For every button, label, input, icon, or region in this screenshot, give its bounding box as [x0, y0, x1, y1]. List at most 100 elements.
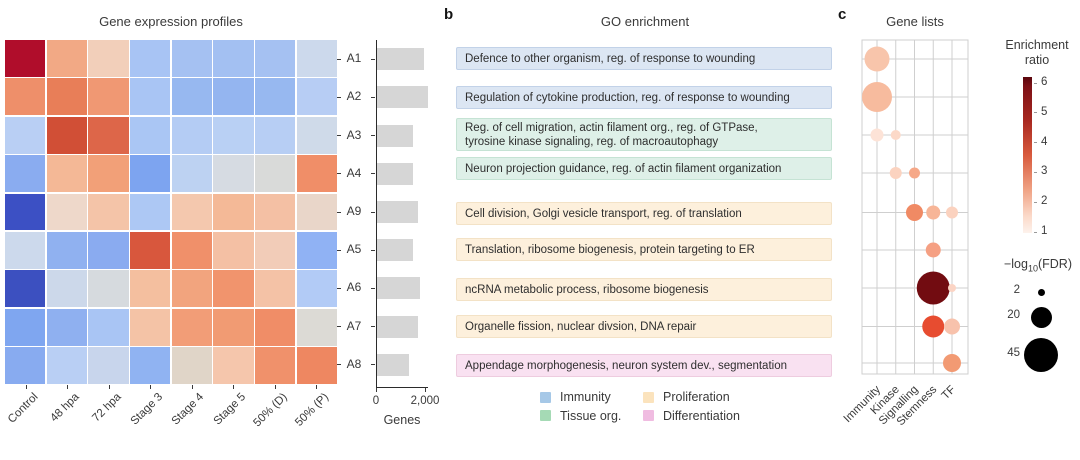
heatmap-cell — [46, 116, 87, 154]
heatmap-cell — [213, 193, 254, 231]
heatmap-cell — [255, 116, 296, 154]
heatmap-cell — [255, 347, 296, 384]
heatmap-cell — [5, 193, 46, 231]
axis-tick — [337, 249, 341, 251]
dot — [862, 82, 892, 112]
heatmap-cell — [296, 308, 337, 346]
dot — [870, 128, 884, 142]
row-label: A3 — [346, 127, 362, 142]
heatmap-cell — [296, 231, 337, 269]
axis-tick — [337, 287, 341, 289]
legend-item-differentiation: Differentiation — [643, 409, 740, 423]
heatmap-cell — [296, 193, 337, 231]
heatmap-cell — [213, 231, 254, 269]
dot — [946, 206, 958, 219]
dot — [925, 242, 941, 258]
heatmap-cell — [130, 270, 171, 308]
heatmap-cell — [171, 308, 212, 346]
row-label: A1 — [346, 51, 362, 66]
dot — [926, 205, 941, 220]
heatmap-cell — [5, 270, 46, 308]
legend-item-proliferation: Proliferation — [643, 390, 730, 404]
panel-b-title: GO enrichment — [600, 14, 690, 29]
dot — [943, 354, 961, 372]
heatmap-cell — [213, 308, 254, 346]
legend-label: Immunity — [560, 390, 611, 404]
fdr-legend-value: 20 — [1007, 309, 1020, 321]
dot — [948, 284, 956, 292]
axis-tick — [337, 364, 341, 366]
heatmap-cell — [5, 40, 46, 77]
heatmap-cell — [171, 155, 212, 193]
genes-bar-x-axis — [376, 387, 428, 388]
genes-bar-y-axis — [376, 40, 377, 388]
dot — [916, 271, 950, 305]
dot — [944, 318, 960, 335]
heatmap-cell — [5, 347, 46, 384]
axis-tick — [337, 211, 341, 213]
panel-c-title: Gene lists — [886, 14, 944, 29]
heatmap-cell — [213, 78, 254, 116]
heatmap-cell — [213, 40, 254, 77]
heatmap-cell — [296, 116, 337, 154]
go-term-text: Appendage morphogenesis, neuron system d… — [465, 359, 787, 372]
go-term-text: Defence to other organism, reg. of respo… — [465, 52, 756, 65]
heatmap-cell — [46, 155, 87, 193]
axis-tick — [67, 385, 69, 389]
go-term-text: Regulation of cytokine production, reg. … — [465, 91, 790, 104]
go-term-box: Defence to other organism, reg. of respo… — [456, 47, 832, 70]
heatmap-cell — [5, 78, 46, 116]
legend-swatch — [540, 391, 551, 403]
genes-bar — [377, 86, 428, 109]
heatmap-cell — [130, 155, 171, 193]
row-label: A6 — [346, 280, 362, 295]
axis-tick — [337, 135, 341, 137]
axis-tick — [371, 173, 375, 175]
axis-tick — [425, 388, 426, 392]
axis-tick — [191, 385, 193, 389]
genes-axis-tick-0: 0 — [372, 395, 380, 407]
go-term-box: Translation, ribosome biogenesis, protei… — [456, 238, 832, 261]
axis-tick — [371, 326, 375, 328]
row-label: A7 — [346, 318, 362, 333]
go-term-box: Reg. of cell migration, actin filament o… — [456, 118, 832, 151]
heatmap-cell — [213, 155, 254, 193]
fdr-size-legend-title: −log10(FDR) — [1003, 257, 1072, 274]
panel-b-label: b — [444, 6, 454, 23]
colorbar-tick-label: 3 — [1041, 165, 1048, 178]
axis-tick — [25, 385, 27, 389]
go-term-box: Regulation of cytokine production, reg. … — [456, 86, 832, 109]
go-term-box: Appendage morphogenesis, neuron system d… — [456, 354, 832, 377]
heatmap-cell — [88, 308, 129, 346]
legend-item-immunity: Immunity — [540, 390, 611, 404]
heatmap-cell — [171, 270, 212, 308]
panel-a-title: Gene expression profiles — [99, 14, 243, 29]
go-term-box: Organelle fission, nuclear divsion, DNA … — [456, 315, 832, 338]
axis-tick — [337, 96, 341, 98]
dot-plot-column-label: TF — [940, 384, 958, 402]
heatmap-cell — [171, 193, 212, 231]
fdr-legend-dot — [1037, 288, 1045, 296]
colorbar-tick — [1034, 112, 1037, 114]
heatmap-cell — [130, 193, 171, 231]
genes-bar — [377, 277, 421, 300]
go-term-text: Reg. of cell migration, actin filament o… — [465, 121, 758, 134]
axis-tick — [371, 211, 375, 213]
heatmap-cell — [88, 270, 129, 308]
gene-expression-heatmap — [5, 40, 337, 384]
axis-tick — [150, 385, 152, 389]
heatmap-cell — [255, 155, 296, 193]
genes-bar — [377, 315, 418, 338]
heatmap-cell — [88, 78, 129, 116]
go-term-box: Cell division, Golgi vesicle transport, … — [456, 202, 832, 225]
heatmap-cell — [46, 40, 87, 77]
heatmap-cell — [296, 40, 337, 77]
axis-tick — [371, 135, 375, 137]
heatmap-cell — [171, 40, 212, 77]
fdr-legend-dot — [1024, 338, 1058, 372]
heatmap-cell — [5, 116, 46, 154]
row-label: A2 — [346, 89, 362, 104]
colorbar-tick — [1034, 171, 1037, 173]
row-label: A4 — [346, 165, 362, 180]
